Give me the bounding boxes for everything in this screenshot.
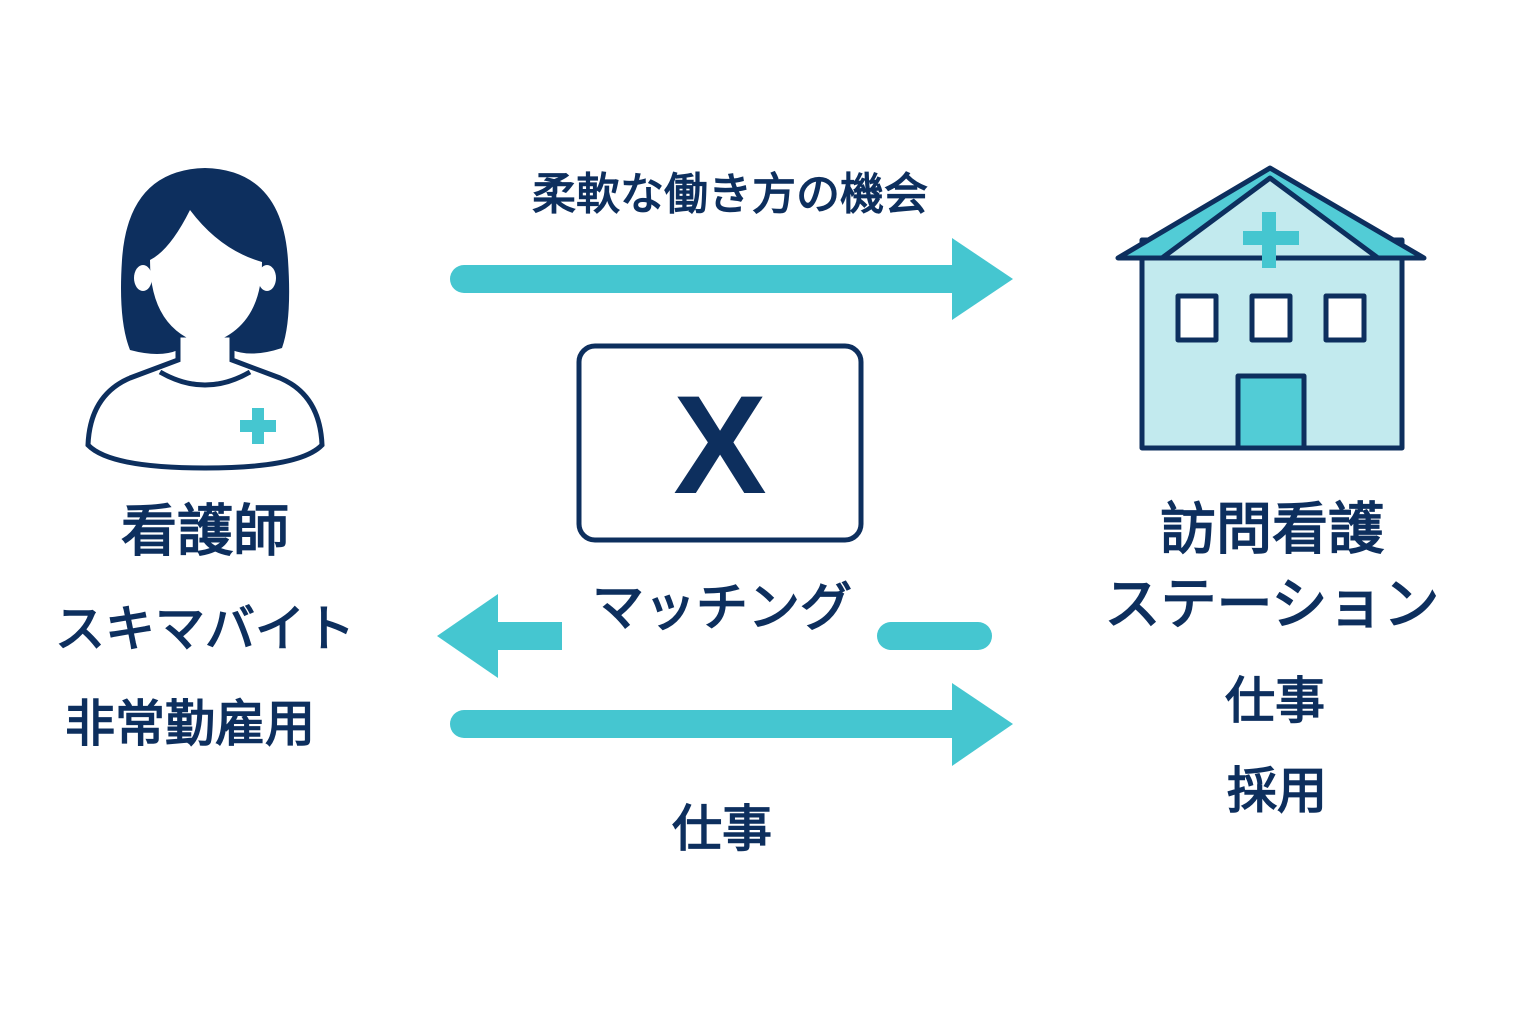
matching-box (576, 343, 864, 543)
nurse-line-1: スキマバイト (55, 600, 355, 658)
station-title-2: ステーション (1104, 572, 1440, 638)
bottom-arrow-label: 仕事 (672, 800, 772, 858)
station-title-1: 訪問看護 (1160, 497, 1384, 563)
station-line-2: 採用 (1227, 762, 1327, 820)
arrow-left-middle (437, 594, 992, 678)
arrow-right-bottom (450, 683, 1013, 766)
nurse-line-2: 非常勤雇用 (65, 695, 315, 753)
nurse-icon (85, 168, 325, 471)
nurse-title: 看護師 (121, 499, 289, 565)
station-line-1: 仕事 (1225, 672, 1325, 730)
matching-label: マッチング (591, 578, 853, 639)
medical-cross-icon (240, 408, 276, 444)
matching-logo-x: X (673, 366, 767, 523)
arrow-right-top (450, 238, 1013, 320)
top-arrow-label: 柔軟な働き方の機会 (532, 169, 928, 220)
station-building-icon (1115, 165, 1427, 451)
medical-cross-icon (1243, 212, 1299, 268)
